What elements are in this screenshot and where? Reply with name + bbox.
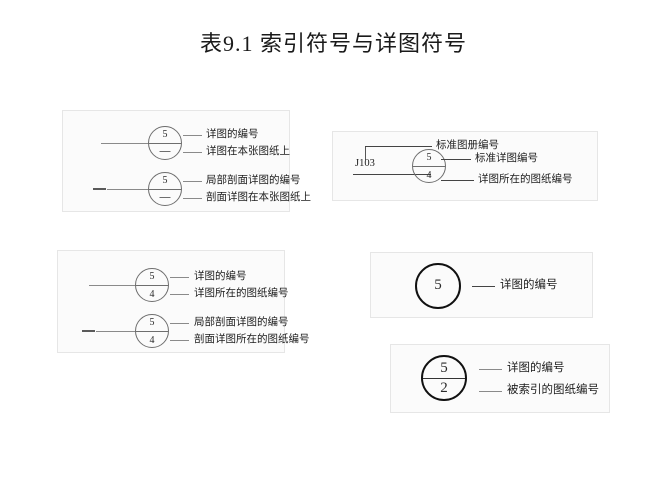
callout-line [170, 294, 189, 295]
callout-line [183, 135, 202, 136]
underline-leader [353, 174, 431, 175]
note-label: 详图所在的图纸编号 [478, 174, 573, 185]
circle-bottom-number: 2 [440, 380, 448, 396]
callout-line [441, 159, 471, 160]
note-label: 详图所在的图纸编号 [194, 288, 289, 299]
index-symbol-circle: 5 4 [135, 268, 169, 302]
note-label: 标准图册编号 [436, 140, 499, 151]
note-label: 局部剖面详图的编号 [206, 175, 301, 186]
circle-top-number: 5 [440, 360, 448, 376]
bracket-vertical-line [365, 146, 366, 160]
circle-divider [149, 143, 181, 144]
section-cut-marker [93, 188, 106, 190]
callout-line [170, 277, 189, 278]
callout-line [170, 340, 189, 341]
circle-bottom-dash-icon [159, 197, 171, 198]
circle-top-number: 5 [426, 152, 432, 163]
bracket-horizontal-line [365, 146, 432, 147]
note-label: 详图的编号 [194, 271, 247, 282]
panel-detail-symbol-single: 5 详图的编号 [370, 252, 593, 318]
index-symbol-circle: 5 4 [135, 314, 169, 348]
detail-symbol-circle: 5 2 [421, 355, 467, 401]
leader-line-horizontal [107, 189, 149, 190]
note-label: 详图在本张图纸上 [206, 146, 290, 157]
index-symbol-circle: 5 [148, 126, 182, 160]
circle-divider [423, 378, 465, 379]
callout-line [183, 181, 202, 182]
panel-index-symbol-same-sheet: 5 详图的编号 详图在本张图纸上 5 局部剖面详图的编号 剖面详图在本张图纸上 [62, 110, 311, 212]
page-title: 表9.1 索引符号与详图符号 [199, 31, 467, 56]
leader-line-horizontal [89, 285, 136, 286]
index-symbol-circle: 5 [148, 172, 182, 206]
callout-line [170, 323, 189, 324]
note-label: 详图的编号 [500, 279, 558, 291]
circle-top-number: 5 [149, 271, 155, 282]
callout-line [472, 286, 495, 287]
callout-line [441, 180, 474, 181]
circle-number: 5 [434, 277, 442, 294]
circle-bottom-number: 4 [426, 170, 432, 181]
note-label: 被索引的图纸编号 [507, 384, 599, 396]
circle-top-number: 5 [162, 129, 168, 140]
index-symbol-circle: 5 4 [412, 149, 446, 183]
circle-top-number: 5 [162, 175, 168, 186]
note-label: 局部剖面详图的编号 [194, 317, 289, 328]
atlas-code-label: J103 [355, 158, 375, 169]
note-label: 标准详图编号 [475, 153, 538, 164]
circle-bottom-dash-icon [159, 151, 171, 152]
circle-bottom-number: 4 [149, 289, 155, 300]
callout-line [479, 391, 502, 392]
detail-symbol-circle: 5 [415, 263, 461, 309]
circle-divider [149, 189, 181, 190]
callout-line [183, 198, 202, 199]
circle-bottom-number: 4 [149, 335, 155, 346]
leader-line-horizontal [101, 143, 149, 144]
circle-divider [413, 166, 445, 167]
circle-divider [136, 285, 168, 286]
panel-standard-atlas-index-symbol: 标准图册编号 J103 5 4 标准详图编号 详图所在的图纸编号 [332, 131, 598, 201]
circle-divider [136, 331, 168, 332]
panel-detail-symbol-divided: 5 2 详图的编号 被索引的图纸编号 [390, 344, 610, 413]
note-label: 详图的编号 [206, 129, 259, 140]
panel-index-symbol-other-sheet: 5 4 详图的编号 详图所在的图纸编号 5 4 局部剖面详图的编号 剖面详图所在… [57, 250, 310, 353]
note-label: 详图的编号 [507, 362, 565, 374]
callout-line [479, 369, 502, 370]
leader-line-horizontal [96, 331, 136, 332]
note-label: 剖面详图在本张图纸上 [206, 192, 311, 203]
note-label: 剖面详图所在的图纸编号 [194, 334, 310, 345]
section-cut-marker [82, 330, 95, 332]
circle-top-number: 5 [149, 317, 155, 328]
callout-line [183, 152, 202, 153]
